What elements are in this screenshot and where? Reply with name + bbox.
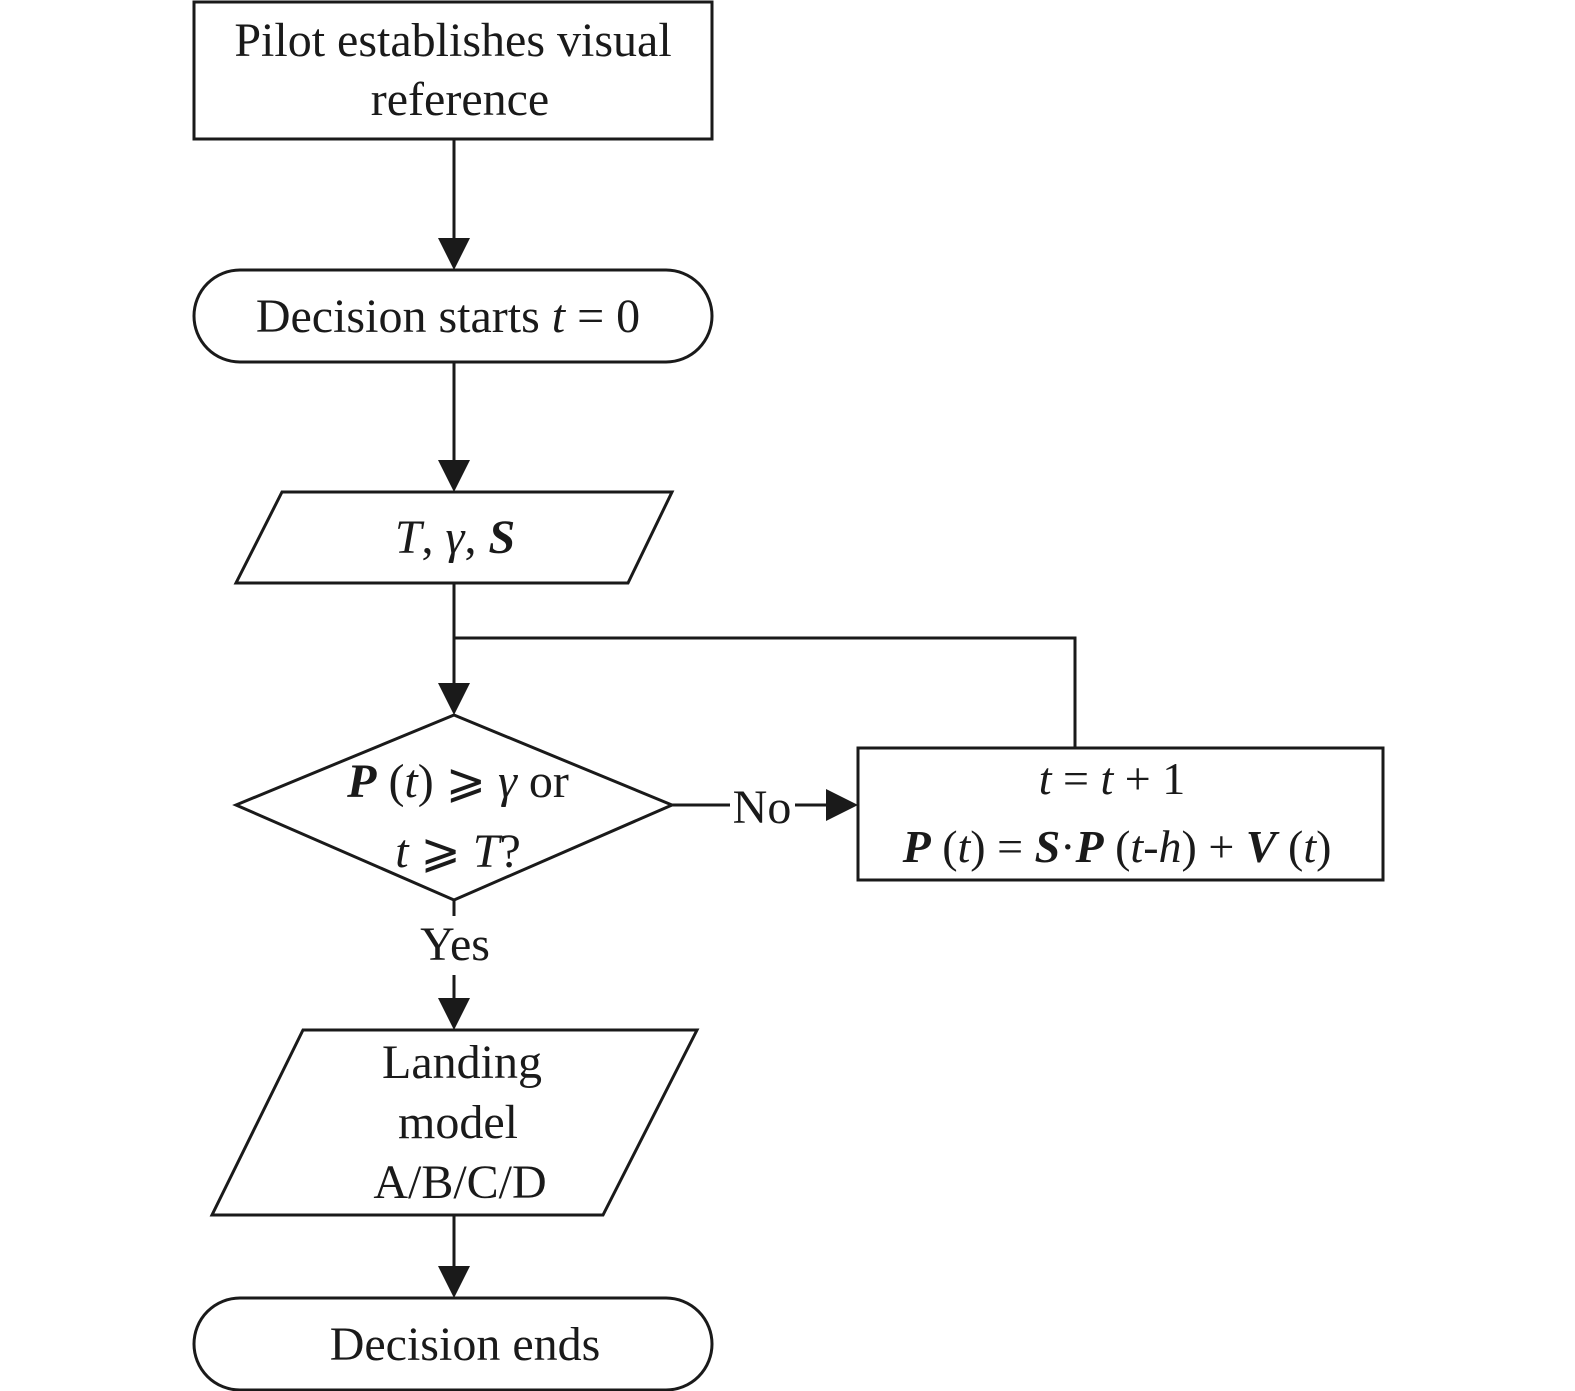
- decision-ends-label: Decision ends: [330, 1318, 601, 1371]
- condition-line-2: t ⩾ T?: [395, 825, 521, 878]
- condition-line-1: P (t) ⩾ γ or: [346, 755, 569, 808]
- edge-loop-back: [454, 636, 1077, 748]
- arrowhead: [438, 998, 470, 1030]
- arrowhead: [438, 1266, 470, 1298]
- decision-starts-label: Decision starts t = 0: [256, 290, 640, 343]
- start-line-2: reference: [371, 73, 549, 126]
- landing-line-2: model: [398, 1096, 518, 1149]
- node-landing-model: Landing model A/B/C/D: [209, 1028, 700, 1217]
- node-start-process: Pilot establishes visual reference: [192, 0, 714, 141]
- edge-label-yes: Yes: [420, 918, 490, 971]
- arrowhead: [438, 683, 470, 715]
- landing-line-3: A/B/C/D: [373, 1156, 546, 1209]
- node-inputs: T, γ, S: [233, 490, 675, 585]
- arrowhead: [438, 460, 470, 492]
- node-update: t = t + 1 P (t) = S·P (t-h) + V (t): [856, 746, 1385, 882]
- arrowhead: [826, 789, 858, 821]
- start-line-1: Pilot establishes visual: [234, 14, 671, 67]
- update-line-2: P (t) = S·P (t-h) + V (t): [902, 821, 1332, 872]
- node-decision-ends: Decision ends: [192, 1296, 714, 1391]
- landing-line-1: Landing: [382, 1036, 542, 1089]
- node-decision-starts: Decision starts t = 0: [192, 268, 714, 364]
- edge-label-no: No: [733, 781, 792, 834]
- inputs-label: T, γ, S: [395, 511, 515, 564]
- arrowhead: [438, 238, 470, 270]
- node-condition: P (t) ⩾ γ or t ⩾ T?: [232, 713, 676, 902]
- update-line-1: t = t + 1: [1039, 753, 1185, 804]
